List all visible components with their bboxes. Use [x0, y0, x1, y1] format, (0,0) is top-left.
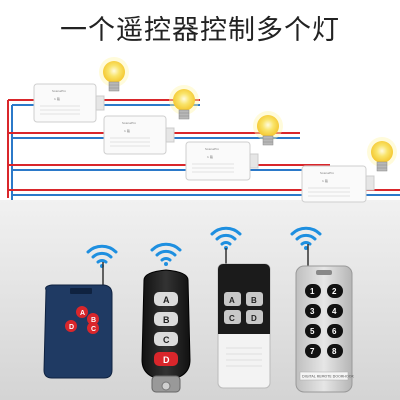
remote-button-label: D	[163, 355, 170, 365]
remote-button-label: 2	[332, 287, 337, 296]
light-bulb-icon	[253, 111, 283, 146]
svg-text:1 路: 1 路	[54, 96, 60, 101]
svg-text:1 路: 1 路	[124, 128, 130, 133]
wifi-signal-icon	[290, 226, 322, 250]
remote-button-label: 5	[310, 327, 315, 336]
remote-black-4-button: A B C D	[141, 269, 191, 393]
remote-button-label: D	[251, 314, 257, 323]
remote-button-label: 6	[332, 327, 337, 336]
remote-button-label: 8	[332, 347, 337, 356]
remote-button-label: 7	[310, 347, 315, 356]
remote-button-label: B	[163, 315, 170, 325]
page-title: 一个遥控器控制多个灯	[60, 15, 340, 46]
remote-button-label: C	[163, 335, 170, 345]
svg-text:ScenePro: ScenePro	[52, 89, 66, 93]
wifi-signal-icon	[150, 242, 182, 266]
remote-grey-8-button: 1 2 3 4 5 6 7 8 DIGITAL REMOTE DOORHOOK	[295, 244, 354, 393]
svg-text:ScenePro: ScenePro	[205, 147, 219, 151]
wifi-signal-icon	[210, 226, 242, 250]
light-bulb-icon	[367, 137, 397, 172]
remote-button-label: B	[91, 317, 96, 324]
remote-button-label: A	[80, 310, 85, 317]
remote-blue-4-button: A B D C	[43, 262, 113, 379]
remote-label: DIGITAL REMOTE DOORHOOK	[302, 375, 354, 379]
remote-button-label: C	[91, 326, 96, 333]
relay-module-2: ScenePro 1 路	[103, 115, 175, 155]
remote-button-label: A	[229, 296, 235, 305]
remote-button-label: B	[251, 296, 257, 305]
svg-text:ScenePro: ScenePro	[122, 121, 136, 125]
relay-module-1: ScenePro 1 路	[33, 83, 105, 123]
remote-button-label: 1	[310, 287, 315, 296]
remote-button-label: A	[163, 295, 170, 305]
remote-button-label: 3	[310, 307, 315, 316]
remote-button-label: D	[69, 324, 74, 331]
svg-text:1 路: 1 路	[207, 154, 213, 159]
remote-black-white-4-button: A B C D	[217, 248, 271, 389]
remote-button-label: 4	[332, 307, 337, 316]
light-bulb-icon	[99, 57, 129, 92]
relay-module-4: ScenePro 1 路	[301, 165, 375, 203]
light-bulb-icon	[169, 85, 199, 120]
wifi-signal-icon	[86, 244, 118, 268]
svg-text:ScenePro: ScenePro	[320, 171, 334, 175]
remote-button-label: C	[229, 314, 235, 323]
svg-text:1 路: 1 路	[322, 178, 328, 183]
relay-module-3: ScenePro 1 路	[185, 141, 259, 181]
